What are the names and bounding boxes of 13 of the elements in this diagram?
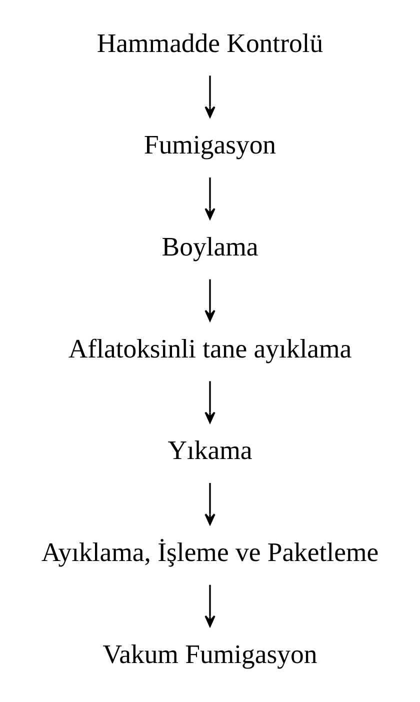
node-text: Yıkama (168, 435, 252, 466)
arrow (204, 279, 216, 322)
arrow (204, 381, 216, 424)
node-text: Hammadde Kontrolü (96, 28, 324, 58)
node-text: Ayıklama, İşleme ve Paketleme (41, 537, 379, 568)
node-text: Vakum Fumigasyon (102, 638, 318, 669)
arrow (204, 584, 216, 627)
arrow (204, 76, 216, 118)
node-text: Fumigasyon (144, 130, 276, 160)
node-text: Boylama (162, 231, 258, 262)
arrow (204, 177, 216, 220)
node-text: Aflatoksinli tane ayıklama (68, 333, 352, 364)
arrow (204, 483, 216, 526)
